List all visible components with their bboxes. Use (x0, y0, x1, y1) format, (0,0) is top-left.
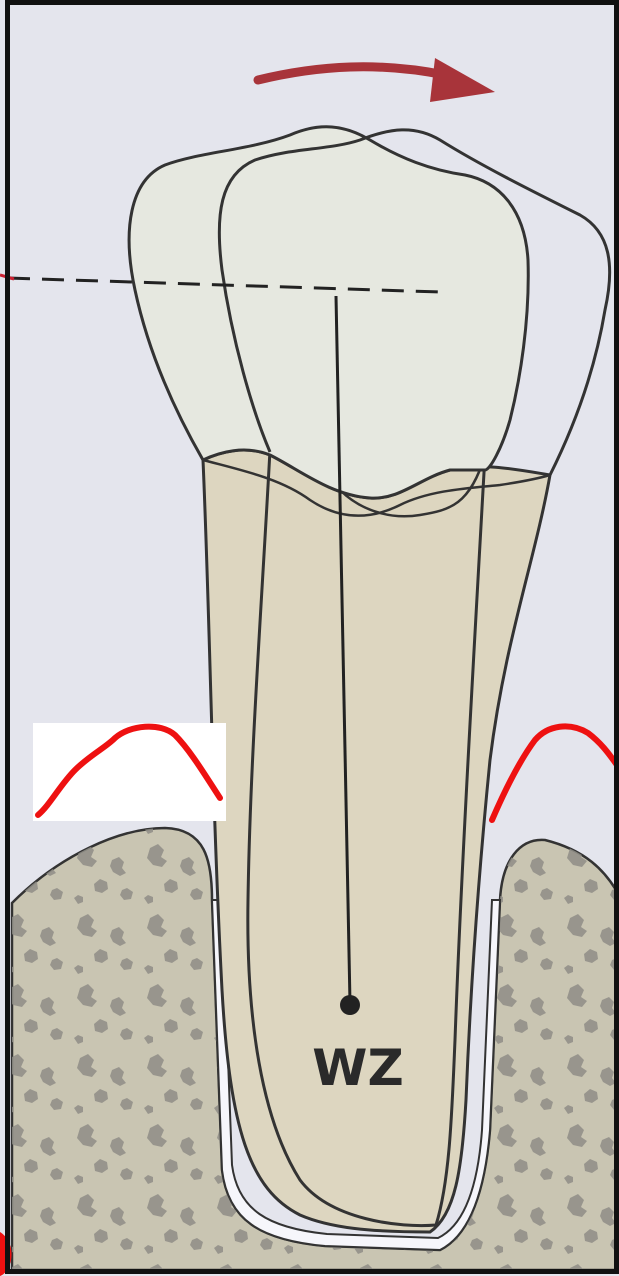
wz-label: WZ (312, 1039, 403, 1097)
rotation-center-point (340, 995, 360, 1015)
annotation-inset-box (33, 723, 226, 821)
